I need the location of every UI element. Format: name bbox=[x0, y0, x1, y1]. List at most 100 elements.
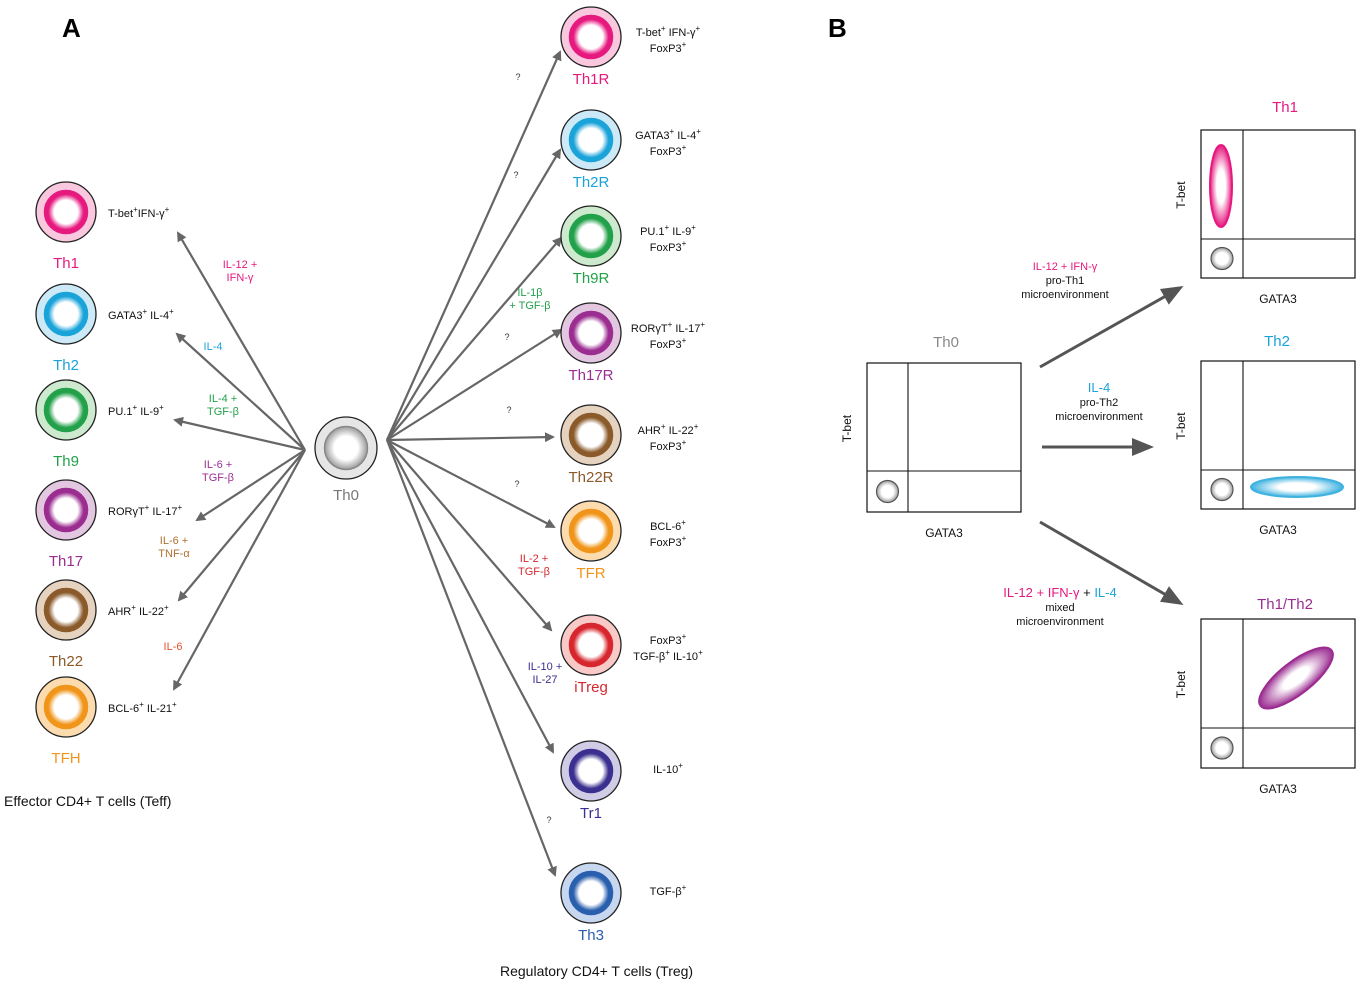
cell-name-th1: Th1 bbox=[53, 255, 79, 272]
cytokine-th1r-0: ? bbox=[515, 72, 520, 82]
cell-name-th3: Th3 bbox=[578, 927, 604, 944]
differentiation-arrow-mixed bbox=[1039, 520, 1184, 606]
cell-nucleus-th22r bbox=[568, 412, 614, 458]
marker-tfh: BCL-6+ IL-21+ bbox=[108, 700, 177, 715]
cytokine-th9r-1: + TGF-β bbox=[509, 300, 550, 312]
cell-th0: Th0 bbox=[314, 416, 378, 504]
panel-a-label: A bbox=[62, 13, 81, 43]
cytokine-tfh-0: IL-6 bbox=[164, 641, 183, 653]
plot-xlabel-th2: GATA3 bbox=[1259, 523, 1297, 537]
cell-th9r bbox=[560, 205, 622, 267]
cell-th17 bbox=[35, 479, 97, 541]
cell-th2r bbox=[560, 109, 622, 171]
arrow-to-th1r bbox=[385, 50, 562, 441]
marker1-th2r: GATA3+ IL-4+ bbox=[635, 127, 701, 142]
arrow-to-th17r bbox=[386, 328, 563, 441]
plot-xlabel-th1: GATA3 bbox=[1259, 292, 1297, 306]
population-th2 bbox=[1250, 476, 1344, 498]
cytokine-th9-0: IL-4 + bbox=[209, 393, 237, 405]
cytokine-itreg-1: TGF-β bbox=[518, 566, 550, 578]
marker1-itreg: FoxP3+ bbox=[650, 632, 687, 647]
arrow-to-th17 bbox=[195, 449, 306, 522]
plot-cell-th0 bbox=[875, 479, 900, 504]
cytokine-th9r-0: IL-1β bbox=[517, 287, 542, 299]
environment-pro-th2-line-0: IL-4 bbox=[1088, 380, 1110, 395]
arrow-to-th2r bbox=[386, 148, 562, 441]
plot-cell-th2 bbox=[1210, 477, 1234, 502]
cell-th22r bbox=[560, 404, 622, 466]
cell-name-th22: Th22 bbox=[49, 653, 83, 670]
marker2-th22r: FoxP3+ bbox=[650, 438, 687, 453]
cell-nucleus-th2r bbox=[568, 117, 614, 163]
cell-name-th9: Th9 bbox=[53, 453, 79, 470]
cell-nucleus-th3 bbox=[568, 870, 614, 916]
cytokine-tr1-1: IL-27 bbox=[532, 674, 557, 686]
cell-nucleus-th0 bbox=[323, 425, 369, 471]
arrow-to-tfh bbox=[173, 449, 306, 691]
environment-pro-th2-line-2: microenvironment bbox=[1055, 411, 1142, 423]
th0-label: Th0 bbox=[333, 487, 359, 504]
marker1-th22r: AHR+ IL-22+ bbox=[638, 422, 699, 437]
environment-mixed-line-2: microenvironment bbox=[1016, 616, 1103, 628]
marker1-th17r: RORγT+ IL-17+ bbox=[631, 320, 705, 335]
plot-title-th0: Th0 bbox=[933, 334, 959, 351]
cell-name-th1r: Th1R bbox=[573, 71, 610, 88]
cell-nucleus-tfr bbox=[568, 508, 614, 554]
plot-frame-th2 bbox=[1200, 360, 1356, 510]
cell-nucleus-itreg bbox=[568, 622, 614, 668]
population-th1 bbox=[1209, 144, 1233, 228]
cytokine-tfr-0: ? bbox=[514, 479, 519, 489]
arrow-to-tfr bbox=[386, 439, 556, 528]
arrow-to-th2 bbox=[175, 332, 306, 451]
marker2-th9r: FoxP3+ bbox=[650, 239, 687, 254]
plot-frame-th1-th2 bbox=[1200, 618, 1356, 769]
plot-ylabel-th0: T-bet bbox=[840, 414, 854, 442]
environment-pro-th1-line-2: microenvironment bbox=[1021, 289, 1108, 301]
cell-th3 bbox=[560, 862, 622, 924]
marker-th2: GATA3+ IL-4+ bbox=[108, 307, 174, 322]
cell-th22 bbox=[35, 579, 97, 641]
marker-th17: RORγT+ IL-17+ bbox=[108, 503, 182, 518]
cytokine-th9-1: TGF-β bbox=[207, 406, 239, 418]
cell-nucleus-th1 bbox=[43, 189, 89, 235]
plot-xlabel-th0: GATA3 bbox=[925, 526, 963, 540]
cell-nucleus-th17r bbox=[568, 310, 614, 356]
arrow-to-th3 bbox=[385, 439, 557, 877]
plot-frame-th0 bbox=[866, 362, 1022, 513]
panel-b-layer: Th0GATA3T-betTh1GATA3T-betTh2GATA3T-betT… bbox=[840, 99, 1356, 796]
plot-title-th1-th2: Th1/Th2 bbox=[1257, 596, 1313, 613]
cell-tfh bbox=[35, 676, 97, 738]
cell-nucleus-th1r bbox=[568, 14, 614, 60]
marker1-th9r: PU.1+ IL-9+ bbox=[640, 223, 696, 238]
cell-name-th2: Th2 bbox=[53, 357, 79, 374]
cytokine-th22-0: IL-6 + bbox=[160, 535, 188, 547]
cell-name-th2r: Th2R bbox=[573, 174, 610, 191]
environment-mixed-line-1: mixed bbox=[1045, 602, 1074, 614]
cytokine-itreg-0: IL-2 + bbox=[520, 553, 548, 565]
cell-th1r bbox=[560, 6, 622, 68]
environment-pro-th1-line-0: IL-12 + IFN-γ bbox=[1033, 261, 1098, 273]
marker2-tfr: FoxP3+ bbox=[650, 534, 687, 549]
marker-th9: PU.1+ IL-9+ bbox=[108, 403, 164, 418]
arrows-layer: IL-12 +IFN-γIL-4IL-4 +TGF-βIL-6 +TGF-βIL… bbox=[158, 50, 563, 877]
arrow-to-tr1 bbox=[386, 439, 554, 754]
cell-th2 bbox=[35, 283, 97, 345]
plot-title-th1: Th1 bbox=[1272, 99, 1298, 116]
plot-xlabel-th1-th2: GATA3 bbox=[1259, 782, 1297, 796]
plot-title-th2: Th2 bbox=[1264, 333, 1290, 350]
plot-cell-th1 bbox=[1210, 246, 1234, 271]
differentiation-arrow-pro-th1 bbox=[1039, 286, 1184, 369]
cytokine-th1-0: IL-12 + bbox=[223, 259, 258, 271]
cell-name-tr1: Tr1 bbox=[580, 805, 602, 822]
regulatory-caption: Regulatory CD4+ T cells (Treg) bbox=[500, 963, 693, 979]
plot-ylabel-th1-th2: T-bet bbox=[1174, 670, 1188, 698]
cytokine-th17r-0: ? bbox=[504, 332, 509, 342]
cell-tr1 bbox=[560, 740, 622, 802]
cell-name-th22r: Th22R bbox=[568, 469, 613, 486]
cell-nucleus-tfh bbox=[43, 684, 89, 730]
environment-pro-th2-line-1: pro-Th2 bbox=[1080, 397, 1119, 409]
